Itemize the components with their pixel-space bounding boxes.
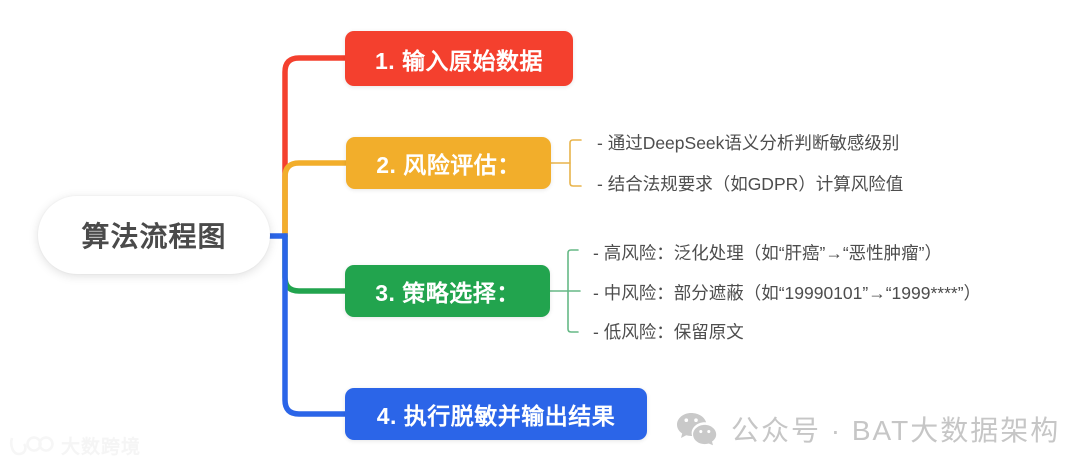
dashu-logo-icon <box>9 435 54 455</box>
watermark-wechat: 公众号 · BAT大数据架构 <box>676 409 1060 449</box>
leaf-node-3-2[interactable]: - 中风险：部分遮蔽（如“19990101”→“1999****”） <box>593 283 982 303</box>
branch-node-1-label: 1. 输入原始数据 <box>374 47 544 74</box>
branch-node-4-label: 4. 执行脱敏并输出结果 <box>376 403 616 429</box>
leaf-node-3-3[interactable]: - 低风险：保留原文 <box>593 322 744 342</box>
branch-node-4[interactable]: 4. 执行脱敏并输出结果 <box>345 388 647 440</box>
connector-branch-2 <box>282 160 349 239</box>
branch-node-3-label: 3. 策略选择： <box>375 280 520 306</box>
branch-node-2[interactable]: 2. 风险评估： <box>346 137 551 189</box>
branch-node-3[interactable]: 3. 策略选择： <box>345 265 550 317</box>
connector-branch-1 <box>282 55 348 239</box>
watermark-dashu-text: 大数跨境 <box>61 437 142 458</box>
bracket-branch-2 <box>550 139 582 187</box>
watermark-dashu: 大数跨境 <box>8 432 141 459</box>
leaf-node-2-1[interactable]: - 通过DeepSeek语义分析判断敏感级别 <box>597 133 900 153</box>
connector-branch-4 <box>267 233 348 417</box>
wechat-icon <box>677 413 717 446</box>
root-node[interactable]: 算法流程图 <box>38 196 270 274</box>
root-node-label: 算法流程图 <box>81 221 227 252</box>
leaf-node-2-2[interactable]: - 结合法规要求（如GDPR）计算风险值 <box>597 174 904 194</box>
watermark-wechat-text: 公众号 · BAT大数据架构 <box>731 415 1061 446</box>
connector-branch-3 <box>282 233 348 294</box>
leaf-node-3-1[interactable]: - 高风险：泛化处理（如“肝癌”→“恶性肿瘤”） <box>593 243 942 263</box>
branch-node-2-label: 2. 风险评估： <box>376 152 521 178</box>
bracket-branch-3 <box>549 249 581 333</box>
branch-node-1[interactable]: 1. 输入原始数据 <box>345 31 573 86</box>
